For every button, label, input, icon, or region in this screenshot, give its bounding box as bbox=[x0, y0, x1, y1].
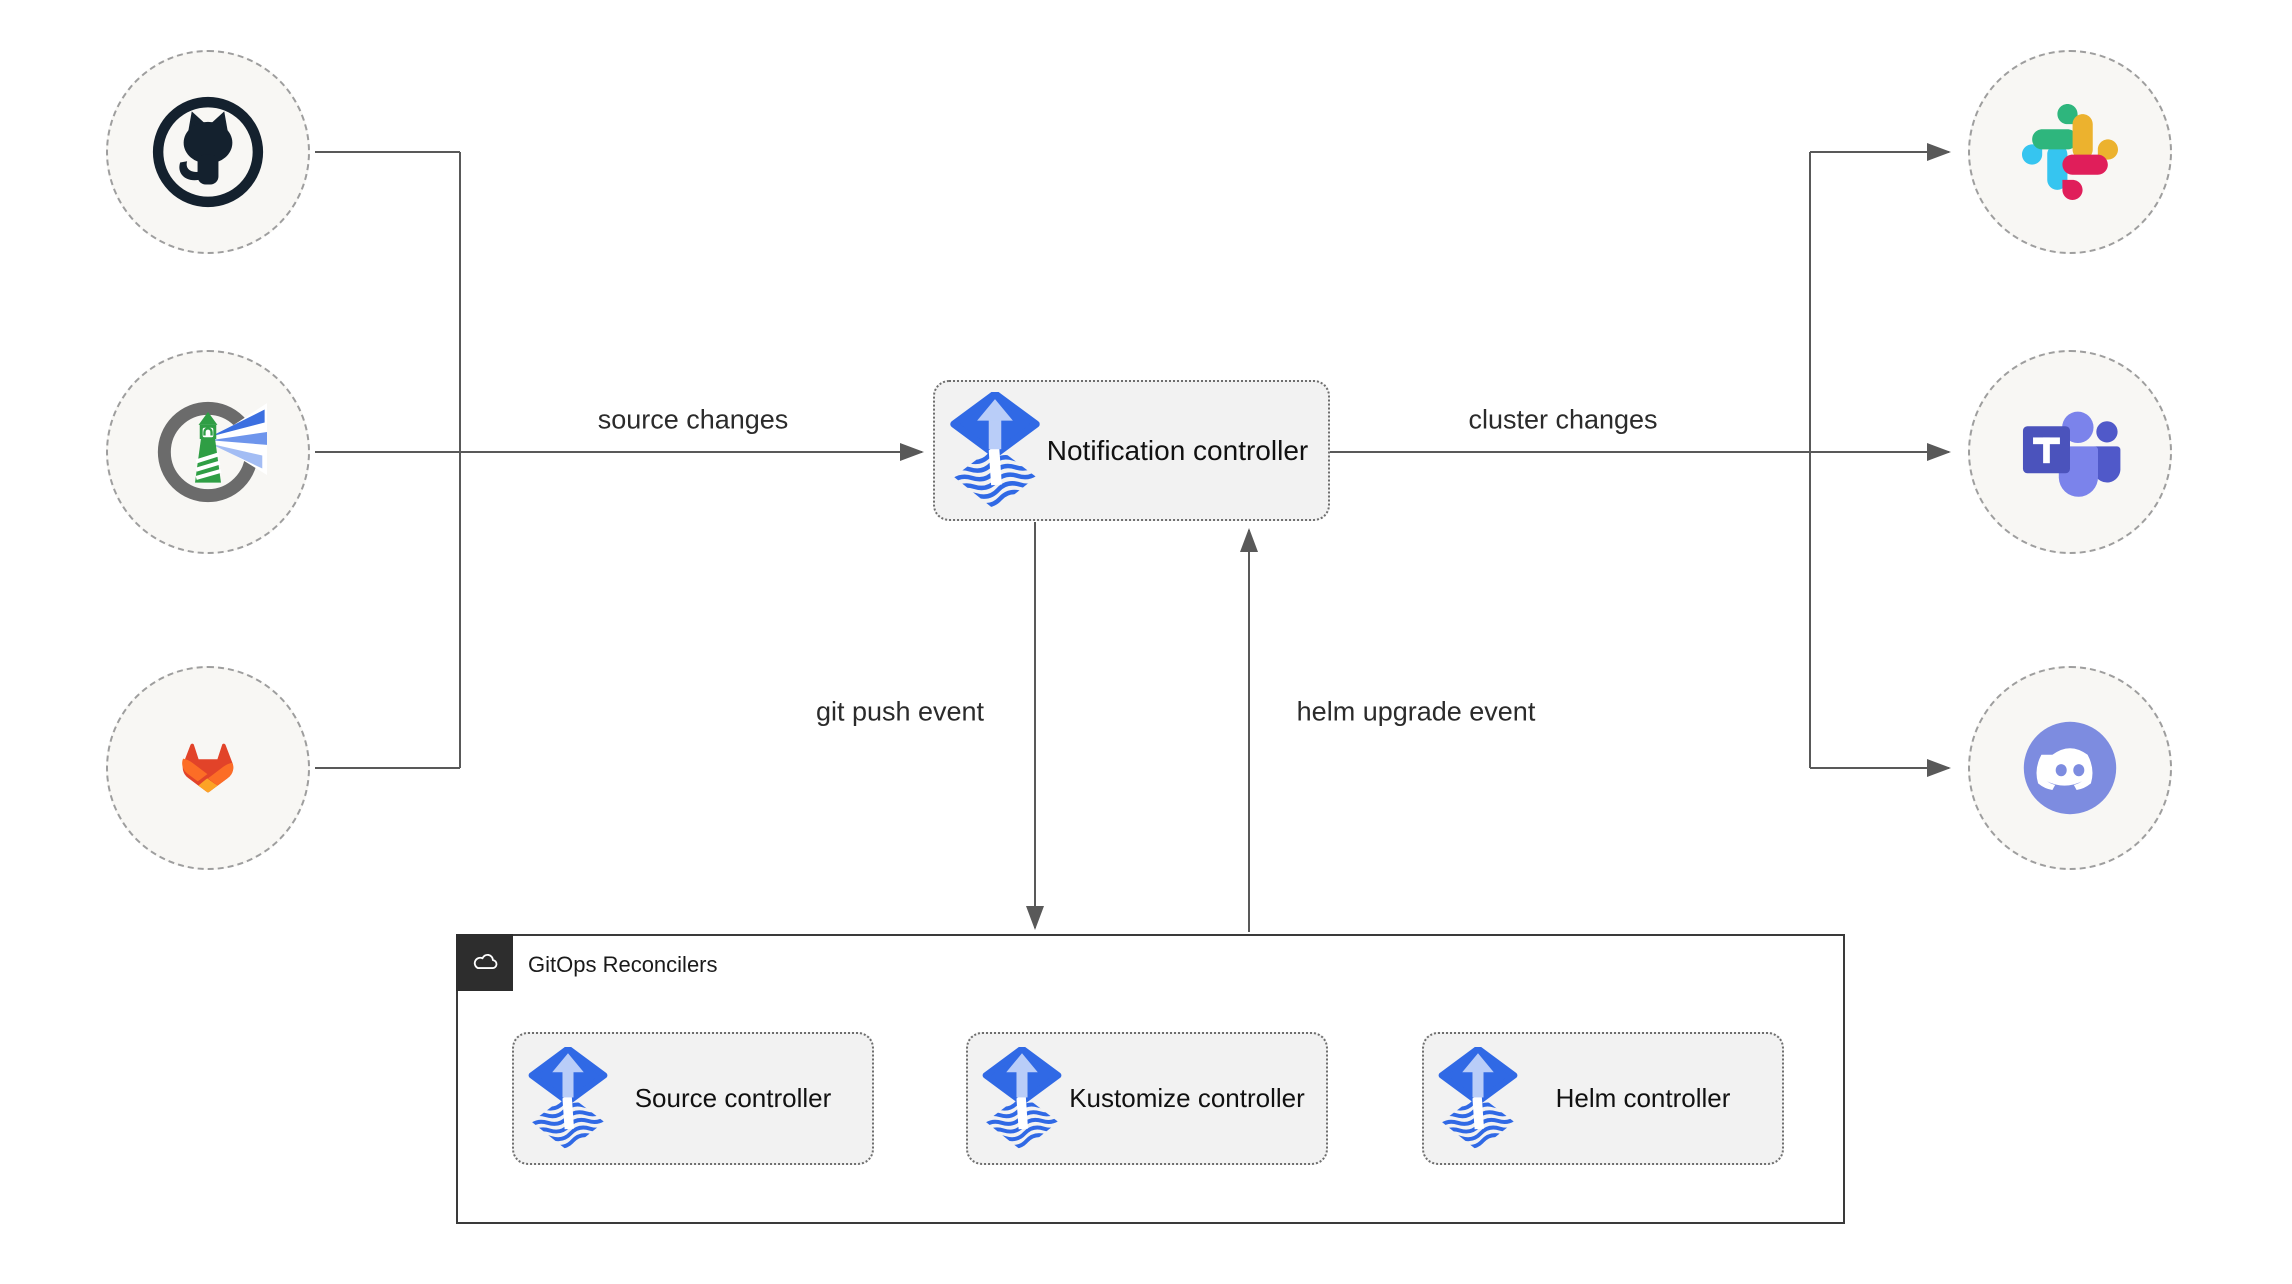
node-notification-controller: Notification controller bbox=[933, 380, 1330, 521]
node-kustomize-controller: Kustomize controller bbox=[966, 1032, 1328, 1165]
edge-label-source-changes: source changes bbox=[593, 404, 793, 436]
edge-label-git-push-event: git push event bbox=[811, 696, 989, 728]
notification-controller-label: Notification controller bbox=[1046, 435, 1309, 466]
helm-controller-label: Helm controller bbox=[1555, 1083, 1731, 1114]
node-gitlab bbox=[106, 666, 310, 870]
harbor-icon bbox=[157, 401, 267, 503]
cloud-icon bbox=[473, 953, 497, 969]
discord-icon bbox=[2023, 721, 2117, 815]
edge-label-cluster-changes: cluster changes bbox=[1464, 404, 1662, 436]
node-discord bbox=[1968, 666, 2172, 870]
edge-label-helm-upgrade-event: helm upgrade event bbox=[1292, 696, 1540, 728]
github-icon bbox=[152, 96, 264, 208]
flux-icon bbox=[949, 392, 1041, 510]
node-harbor bbox=[106, 350, 310, 554]
flux-icon bbox=[1438, 1047, 1518, 1151]
node-teams bbox=[1968, 350, 2172, 554]
group-title: GitOps Reconcilers bbox=[528, 951, 718, 977]
node-slack bbox=[1968, 50, 2172, 254]
teams-icon bbox=[2022, 411, 2121, 497]
source-controller-label: Source controller bbox=[634, 1083, 832, 1114]
group-tab bbox=[456, 934, 513, 991]
gitlab-icon bbox=[182, 743, 234, 793]
slack-icon bbox=[2022, 104, 2118, 200]
node-helm-controller: Helm controller bbox=[1422, 1032, 1784, 1165]
flux-icon bbox=[528, 1047, 608, 1151]
kustomize-controller-label: Kustomize controller bbox=[1069, 1083, 1305, 1114]
flux-icon bbox=[982, 1047, 1062, 1151]
node-source-controller: Source controller bbox=[512, 1032, 874, 1165]
group-gitops-reconcilers: GitOps Reconcilers Source controller Kus… bbox=[456, 934, 1845, 1224]
node-github bbox=[106, 50, 310, 254]
